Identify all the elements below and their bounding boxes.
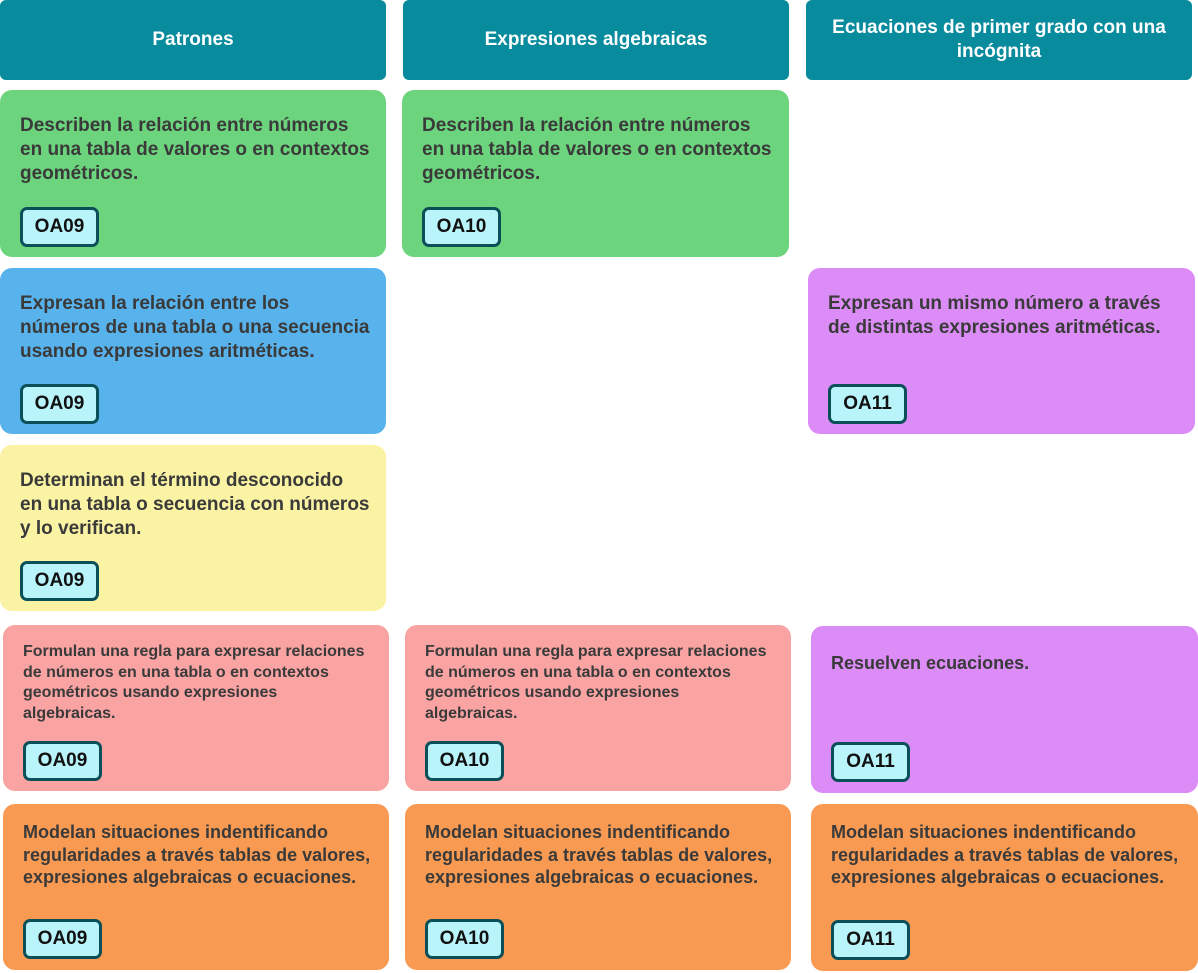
objective-code-badge: OA11	[831, 920, 910, 960]
objective-code-badge: OA11	[828, 384, 907, 424]
column-header-label: Expresiones algebraicas	[484, 29, 708, 50]
objective-text: Modelan situaciones indentificando regul…	[831, 822, 1179, 887]
objective-card: Describen la relación entre números en u…	[402, 90, 789, 257]
objective-code-badge: OA10	[422, 207, 501, 247]
objective-code-badge: OA10	[425, 741, 504, 781]
objective-text: Modelan situaciones indentificando regul…	[425, 822, 773, 887]
objective-code-badge: OA09	[20, 207, 99, 247]
objective-text: Describen la relación entre números en u…	[20, 115, 370, 184]
objective-card: Expresan un mismo número a través de dis…	[808, 268, 1195, 434]
column-header-ecuaciones: Ecuaciones de primer grado con una incóg…	[806, 0, 1192, 80]
column-header-label: Ecuaciones de primer grado con una incóg…	[832, 17, 1166, 62]
column-header-label: Patrones	[152, 29, 234, 50]
objective-text: Formulan una regla para expresar relacio…	[23, 643, 365, 722]
objective-text: Expresan la relación entre los números d…	[20, 293, 370, 362]
objective-card: Formulan una regla para expresar relacio…	[3, 625, 389, 791]
objective-card: Resuelven ecuaciones. OA11	[811, 626, 1198, 793]
objective-card: Modelan situaciones indentificando regul…	[405, 804, 791, 970]
objective-card: Determinan el término desconocido en una…	[0, 445, 386, 611]
objective-text: Determinan el término desconocido en una…	[20, 470, 370, 539]
objective-code-badge: OA09	[23, 919, 102, 959]
objective-card: Formulan una regla para expresar relacio…	[405, 625, 791, 791]
objective-text: Expresan un mismo número a través de dis…	[828, 293, 1161, 338]
objective-code-badge: OA11	[831, 742, 910, 782]
objective-code-badge: OA09	[23, 741, 102, 781]
objective-text: Resuelven ecuaciones.	[831, 653, 1030, 673]
objective-code-badge: OA10	[425, 919, 504, 959]
objective-card: Describen la relación entre números en u…	[0, 90, 386, 257]
objective-text: Modelan situaciones indentificando regul…	[23, 822, 371, 887]
objective-card: Modelan situaciones indentificando regul…	[811, 804, 1198, 971]
objective-code-badge: OA09	[20, 384, 99, 424]
objective-card: Modelan situaciones indentificando regul…	[3, 804, 389, 970]
objective-code-badge: OA09	[20, 561, 99, 601]
column-header-patrones: Patrones	[0, 0, 386, 80]
objective-text: Formulan una regla para expresar relacio…	[425, 643, 767, 722]
objective-text: Describen la relación entre números en u…	[422, 115, 772, 184]
objective-card: Expresan la relación entre los números d…	[0, 268, 386, 434]
column-header-expresiones-algebraicas: Expresiones algebraicas	[403, 0, 789, 80]
